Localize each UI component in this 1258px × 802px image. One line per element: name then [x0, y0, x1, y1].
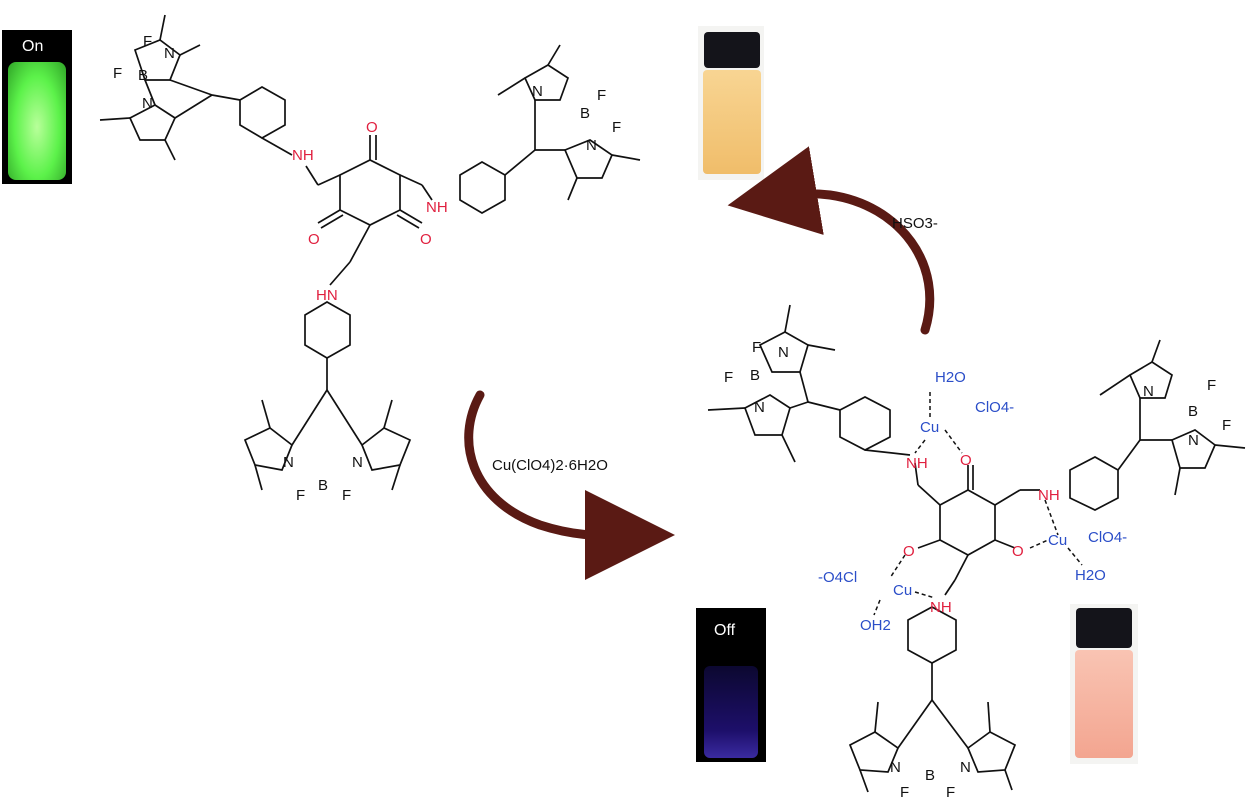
- atom-b: B: [750, 367, 760, 384]
- vial-photo-pink: [1070, 604, 1138, 764]
- atom-n: N: [1143, 383, 1154, 400]
- atom-n: N: [1188, 432, 1199, 449]
- atom-f: F: [612, 119, 621, 136]
- atom-f: F: [946, 784, 955, 801]
- vial-cap: [1076, 608, 1132, 648]
- oxygen-label: O: [308, 231, 320, 248]
- atom-n: N: [283, 454, 294, 471]
- atom-n: N: [890, 759, 901, 776]
- vial-photo-on: On: [2, 30, 72, 184]
- copper-label: Cu: [1048, 532, 1067, 549]
- copper-reagent-label: Cu(ClO4)2·6H2O: [492, 457, 608, 474]
- vial-pink-liquid: [1075, 650, 1133, 758]
- atom-n: N: [960, 759, 971, 776]
- arrow-to-copper-complex: [464, 390, 675, 581]
- vial-glow-green: [8, 62, 66, 180]
- arrow-to-bisulfite-product: [727, 146, 935, 335]
- atom-f: F: [1222, 417, 1231, 434]
- perchlorate-left-label: -O4Cl: [818, 569, 857, 586]
- atom-f: F: [1207, 377, 1216, 394]
- perchlorate-label: ClO4-: [1088, 529, 1127, 546]
- vial-cap: [704, 32, 760, 68]
- atom-n: N: [778, 344, 789, 361]
- water-rev-label: OH2: [860, 617, 891, 634]
- atom-f: F: [900, 784, 909, 801]
- atom-f: F: [342, 487, 351, 504]
- water-label: H2O: [935, 369, 966, 386]
- vial-glow-dark: [704, 666, 758, 758]
- atom-f: F: [724, 369, 733, 386]
- atom-n: N: [586, 137, 597, 154]
- free-ligand-molecule: [99, 14, 641, 491]
- oxygen-label: O: [903, 543, 915, 560]
- amine-label: NH: [426, 199, 448, 216]
- perchlorate-label: ClO4-: [975, 399, 1014, 416]
- oxygen-label: O: [420, 231, 432, 248]
- amine-label: NH: [906, 455, 928, 472]
- bisulfite-reagent-label: HSO3-: [892, 215, 938, 232]
- atom-n: N: [164, 45, 175, 62]
- atom-n: N: [142, 95, 153, 112]
- off-label: Off: [714, 622, 736, 639]
- atom-b: B: [318, 477, 328, 494]
- atom-b: B: [1188, 403, 1198, 420]
- atom-b: B: [925, 767, 935, 784]
- amine-label: HN: [316, 287, 338, 304]
- on-label: On: [22, 38, 44, 55]
- atom-n: N: [352, 454, 363, 471]
- atom-n: N: [754, 399, 765, 416]
- atom-b: B: [138, 67, 148, 84]
- atom-f: F: [752, 339, 761, 356]
- amine-label: NH: [930, 599, 952, 616]
- atom-f: F: [597, 87, 606, 104]
- copper-label: Cu: [920, 419, 939, 436]
- copper-complex-molecule: [707, 304, 1246, 793]
- atom-b: B: [580, 105, 590, 122]
- vial-photo-off: Off: [696, 608, 766, 762]
- oxygen-label: O: [1012, 543, 1024, 560]
- oxygen-label: O: [366, 119, 378, 136]
- atom-n: N: [532, 83, 543, 100]
- oxygen-label: O: [960, 452, 972, 469]
- copper-label: Cu: [893, 582, 912, 599]
- atom-f: F: [296, 487, 305, 504]
- atom-f: F: [143, 33, 152, 50]
- atom-f: F: [113, 65, 122, 82]
- water-label: H2O: [1075, 567, 1106, 584]
- amine-label: NH: [1038, 487, 1060, 504]
- amine-label: NH: [292, 147, 314, 164]
